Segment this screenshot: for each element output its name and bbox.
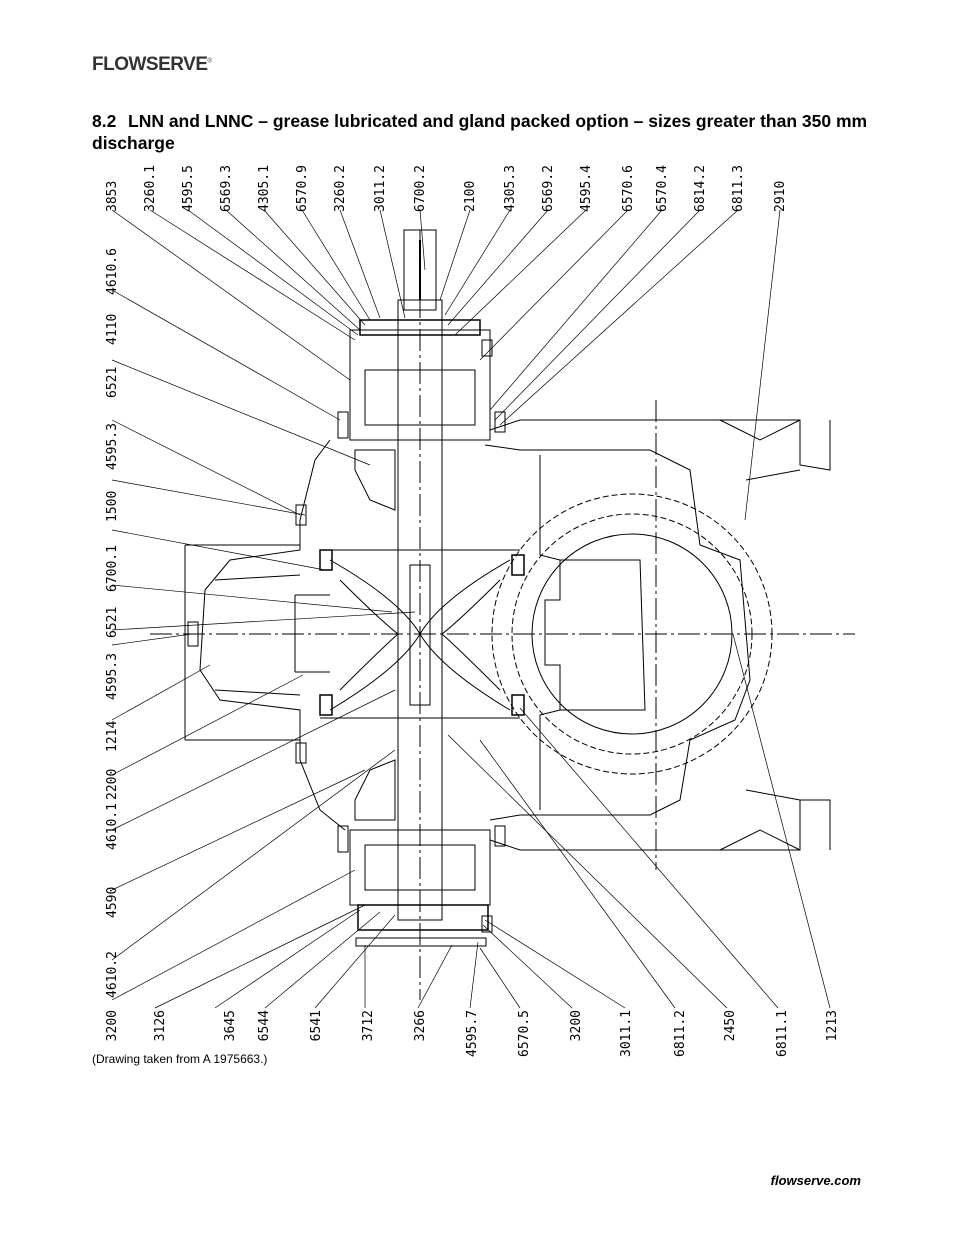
bottom-part-numbers: 3200 3126 3645 6544 6541 3712 3266 4595.7 6570.5… (105, 1010, 840, 1057)
part-number-label: 6544 (257, 1010, 272, 1041)
section-title: LNN and LNNC – grease lubricated and gla… (92, 111, 868, 153)
part-number-label: 6569.3 (219, 165, 234, 212)
part-number-label: 4305.3 (503, 165, 518, 212)
part-number-label: 6700.2 (413, 165, 428, 212)
part-number-label: 6570.9 (295, 165, 310, 212)
flowserve-logo: FLOWSERVE® (92, 54, 212, 75)
part-number-label: 4595.4 (579, 165, 594, 212)
part-number-label: 6570.4 (655, 165, 670, 212)
part-number-label: 3200 (569, 1010, 584, 1041)
part-number-label: 4610.6 (105, 248, 120, 295)
part-number-label: 6811.1 (775, 1010, 790, 1057)
part-number-label: 3645 (223, 1010, 238, 1041)
left-part-numbers: 4610.6 4110 6521 4595.3 1500 6700.1 6521 4595.3… (105, 248, 120, 998)
part-number-label: 4305.1 (257, 165, 272, 212)
part-number-label: 3200 (105, 1010, 120, 1041)
part-number-label: 6541 (309, 1010, 324, 1041)
drawing-caption: (Drawing taken from A 1975663.) (92, 1052, 268, 1066)
part-number-label: 1214 (105, 721, 120, 752)
part-number-label: 6521 (105, 607, 120, 638)
part-number-label: 4610.2 (105, 951, 120, 998)
part-number-label: 4595.5 (181, 165, 196, 212)
part-number-label: 4595.7 (465, 1010, 480, 1057)
part-number-label: 2100 (463, 181, 478, 212)
part-number-label: 2910 (773, 181, 788, 212)
part-number-label: 1213 (825, 1010, 840, 1041)
part-number-label: 1500 (105, 491, 120, 522)
part-number-label: 6811.2 (673, 1010, 688, 1057)
section-number: 8.2 (92, 111, 117, 131)
part-number-label: 4595.3 (105, 423, 120, 470)
part-number-label: 2450 (723, 1010, 738, 1041)
footer-url: flowserve.com (770, 1173, 861, 1188)
part-number-label: 4590 (105, 887, 120, 918)
part-number-label: 3712 (361, 1010, 376, 1041)
part-number-label: 6570.6 (621, 165, 636, 212)
part-number-label: 2200 (105, 769, 120, 800)
top-part-numbers: 3853 3260.1 4595.5 6569.3 4305.1 6570.9 3260.2… (105, 165, 788, 212)
part-number-label: 3853 (105, 181, 120, 212)
part-number-label: 4610.1 (105, 803, 120, 850)
part-number-label: 4595.3 (105, 653, 120, 700)
part-number-label: 6570.5 (517, 1010, 532, 1057)
part-number-label: 6811.3 (731, 165, 746, 212)
part-number-label: 3011.2 (373, 165, 388, 212)
part-number-label: 6700.1 (105, 545, 120, 592)
part-number-label: 4110 (105, 314, 120, 345)
part-number-label: 3011.1 (619, 1010, 634, 1057)
part-number-label: 6521 (105, 367, 120, 398)
part-number-label: 3260.1 (143, 165, 158, 212)
part-number-label: 6814.2 (693, 165, 708, 212)
part-number-label: 3260.2 (333, 165, 348, 212)
part-number-label: 3266 (413, 1010, 428, 1041)
part-number-label: 6569.2 (541, 165, 556, 212)
part-number-label: 3126 (153, 1010, 168, 1041)
